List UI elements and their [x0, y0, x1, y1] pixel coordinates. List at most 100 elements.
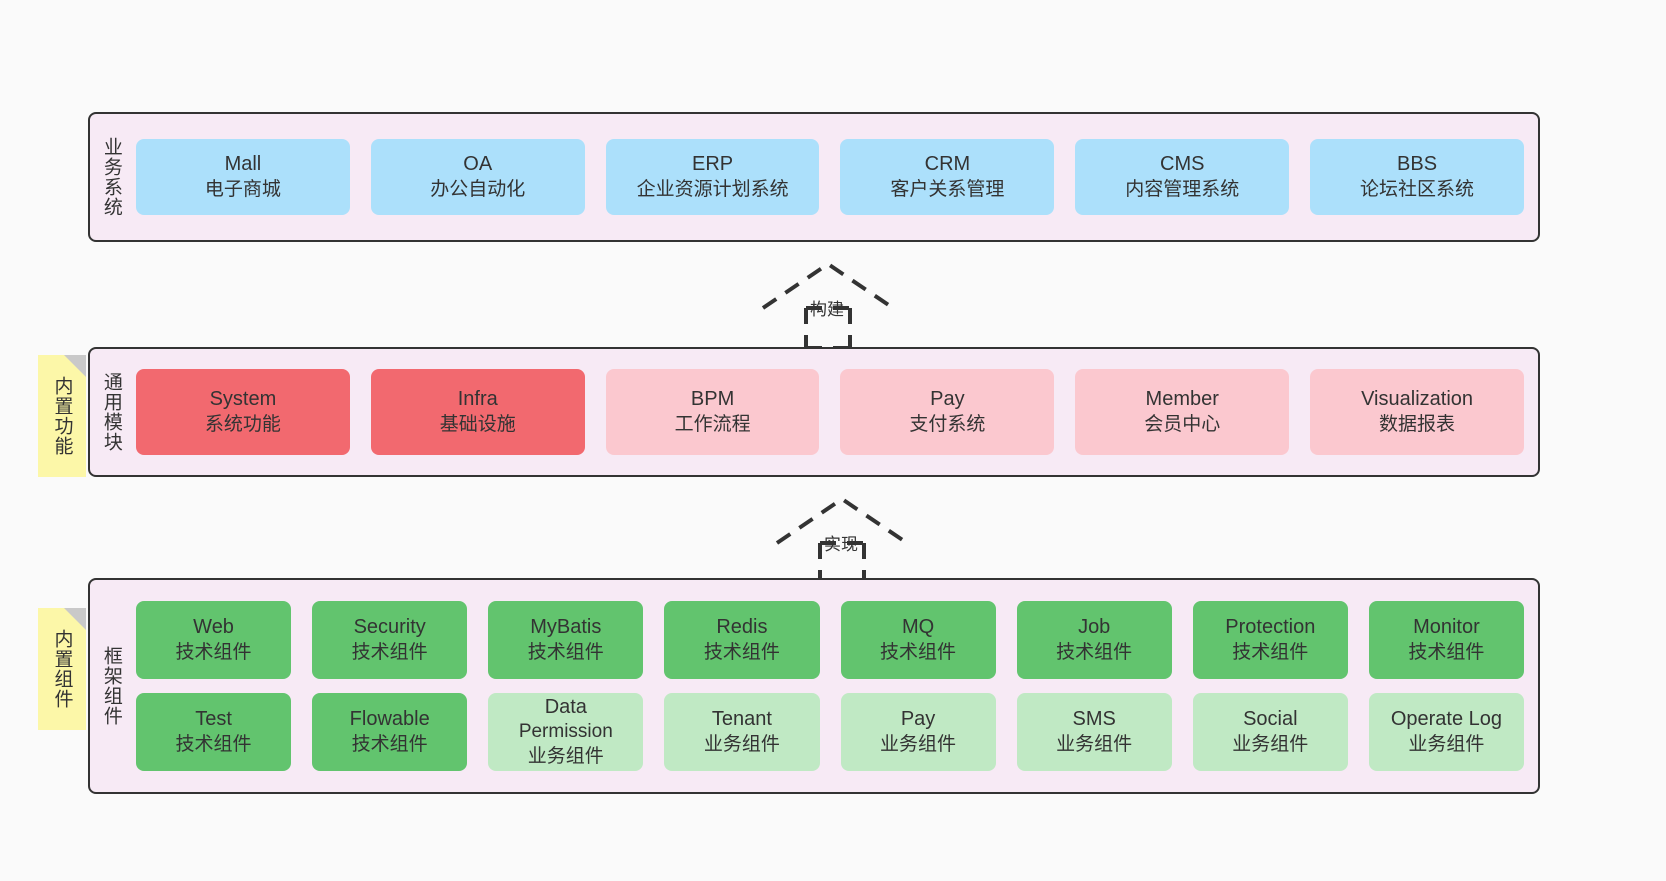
card-subtitle: 业务组件 [527, 745, 604, 767]
card-subtitle: 业务组件 [703, 733, 780, 755]
card-title: Visualization [1361, 388, 1474, 411]
card-subtitle: 数据报表 [1379, 413, 1456, 435]
card-title: Security [353, 616, 426, 639]
card-job[interactable]: Job 技术组件 [1016, 601, 1172, 679]
card-title: Member [1145, 388, 1219, 411]
card-subtitle: 内容管理系统 [1125, 178, 1240, 200]
note-builtin-components: 内置组件 [38, 608, 86, 730]
card-title: Operate Log [1390, 708, 1503, 731]
card-title: Pay [900, 708, 936, 731]
card-subtitle: 电子商城 [204, 178, 281, 200]
card-title: CRM [924, 153, 971, 176]
card-system[interactable]: System 系统功能 [136, 369, 350, 455]
card-title: Pay [930, 388, 965, 411]
card-security[interactable]: Security 技术组件 [312, 601, 468, 679]
card-mybatis[interactable]: MyBatis 技术组件 [488, 601, 644, 679]
card-web[interactable]: Web 技术组件 [136, 601, 292, 679]
card-subtitle: 工作流程 [674, 413, 751, 435]
layer-body-common-modules: System 系统功能 Infra 基础设施 BPM 工作流程 Pay 支付系统… [132, 349, 1538, 475]
card-subtitle: 会员中心 [1144, 413, 1221, 435]
card-subtitle: 技术组件 [1232, 641, 1309, 663]
card-subtitle: 技术组件 [703, 641, 780, 663]
card-title: MQ [901, 616, 935, 639]
card-operate-log[interactable]: Operate Log 业务组件 [1368, 693, 1524, 771]
card-title: Job [1078, 616, 1111, 639]
card-mall[interactable]: Mall 电子商城 [136, 139, 350, 215]
note-label: 内置组件 [51, 629, 73, 709]
note-fold-icon [64, 608, 86, 630]
card-title: Social [1243, 708, 1298, 731]
card-title: Protection [1225, 616, 1316, 639]
card-tenant[interactable]: Tenant 业务组件 [664, 693, 820, 771]
card-subtitle: 支付系统 [909, 413, 986, 435]
connector-build: 构建 [758, 258, 908, 350]
card-subtitle: 办公自动化 [430, 178, 526, 200]
layer-body-business-system: Mall 电子商城 OA 办公自动化 ERP 企业资源计划系统 CRM 客户关系… [132, 114, 1538, 240]
card-subtitle: 技术组件 [351, 641, 428, 663]
card-title-line2: Permission [518, 721, 613, 743]
card-title: Tenant [711, 708, 772, 731]
card-oa[interactable]: OA 办公自动化 [370, 139, 585, 215]
note-label: 内置功能 [51, 376, 73, 456]
card-title: SMS [1072, 708, 1116, 731]
card-subtitle: 业务组件 [1232, 733, 1309, 755]
card-title: Data [544, 695, 587, 718]
card-bbs[interactable]: BBS 论坛社区系统 [1310, 139, 1524, 215]
card-pay[interactable]: Pay 支付系统 [840, 369, 1055, 455]
card-title: Test [195, 708, 232, 731]
card-member[interactable]: Member 会员中心 [1075, 369, 1290, 455]
connector-implement: 实现 [772, 493, 922, 585]
card-title: Mall [224, 153, 262, 176]
layer-body-framework-components: Web 技术组件 Security 技术组件 MyBatis 技术组件 Redi… [132, 580, 1538, 792]
layer-title-framework-components: 框架组件 [100, 646, 122, 726]
card-subtitle: 技术组件 [1408, 641, 1485, 663]
card-title: System [209, 388, 277, 411]
card-subtitle: 业务组件 [1408, 733, 1485, 755]
card-subtitle: 技术组件 [175, 641, 252, 663]
connector-implement-icon [775, 496, 909, 585]
layer-title-business-system: 业务系统 [100, 137, 122, 217]
card-flowable[interactable]: Flowable 技术组件 [312, 693, 468, 771]
connector-build-label: 构建 [810, 300, 844, 319]
card-row: System 系统功能 Infra 基础设施 BPM 工作流程 Pay 支付系统… [136, 369, 1524, 455]
card-infra[interactable]: Infra 基础设施 [370, 369, 585, 455]
card-title: MyBatis [530, 616, 602, 639]
card-monitor[interactable]: Monitor 技术组件 [1368, 601, 1524, 679]
card-data-permission[interactable]: Data Permission 业务组件 [488, 693, 644, 771]
card-redis[interactable]: Redis 技术组件 [664, 601, 820, 679]
card-subtitle: 企业资源计划系统 [636, 178, 789, 200]
card-subtitle: 技术组件 [175, 733, 252, 755]
card-row: Web 技术组件 Security 技术组件 MyBatis 技术组件 Redi… [136, 601, 1524, 679]
card-title: Monitor [1413, 616, 1480, 639]
note-builtin-features: 内置功能 [38, 355, 86, 477]
connector-implement-label: 实现 [824, 535, 858, 554]
card-crm[interactable]: CRM 客户关系管理 [840, 139, 1055, 215]
card-subtitle: 业务组件 [880, 733, 957, 755]
card-pay-component[interactable]: Pay 业务组件 [840, 693, 996, 771]
card-subtitle: 技术组件 [527, 641, 604, 663]
card-title: Infra [457, 388, 498, 411]
card-title: Flowable [349, 708, 430, 731]
card-protection[interactable]: Protection 技术组件 [1192, 601, 1348, 679]
note-fold-icon [64, 355, 86, 377]
card-title: BBS [1397, 153, 1438, 176]
connector-build-icon [761, 261, 895, 350]
card-subtitle: 业务组件 [1056, 733, 1133, 755]
card-subtitle: 系统功能 [204, 413, 281, 435]
card-title: BPM [690, 388, 735, 411]
layer-business-system: 业务系统 Mall 电子商城 OA 办公自动化 ERP 企业资源计划系统 CRM… [88, 112, 1540, 242]
card-title: Redis [716, 616, 768, 639]
card-sms[interactable]: SMS 业务组件 [1016, 693, 1172, 771]
layer-common-modules: 通用模块 System 系统功能 Infra 基础设施 BPM 工作流程 Pay… [88, 347, 1540, 477]
card-social[interactable]: Social 业务组件 [1192, 693, 1348, 771]
card-title: ERP [692, 153, 734, 176]
card-title: CMS [1160, 153, 1205, 176]
card-visualization[interactable]: Visualization 数据报表 [1310, 369, 1524, 455]
card-title: OA [463, 153, 493, 176]
card-subtitle: 基础设施 [439, 413, 516, 435]
card-test[interactable]: Test 技术组件 [136, 693, 292, 771]
card-bpm[interactable]: BPM 工作流程 [605, 369, 820, 455]
card-erp[interactable]: ERP 企业资源计划系统 [605, 139, 820, 215]
card-cms[interactable]: CMS 内容管理系统 [1075, 139, 1290, 215]
card-mq[interactable]: MQ 技术组件 [840, 601, 996, 679]
